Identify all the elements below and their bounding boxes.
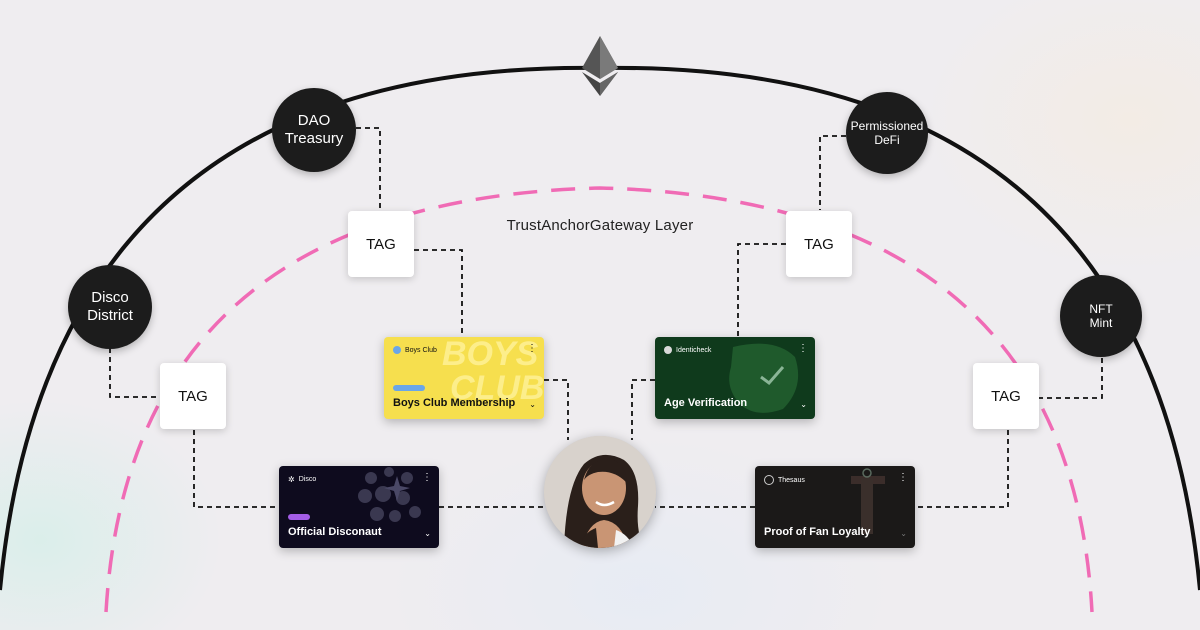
chevron-down-icon[interactable]: ⌄: [529, 400, 536, 409]
tag-box[interactable]: TAG: [786, 211, 852, 277]
card-brand: Boys Club: [393, 346, 437, 354]
more-vertical-icon[interactable]: ⋮: [798, 343, 808, 354]
card-badge: [288, 514, 310, 520]
card-brand: ✲ Disco: [288, 475, 317, 484]
boys-club-watermark: BOYS CLUB: [442, 337, 544, 407]
connector-dao-tag: [356, 127, 381, 210]
boys-club-logo-icon: [393, 346, 401, 354]
more-vertical-icon[interactable]: ⋮: [898, 472, 908, 483]
credential-card-boys-club[interactable]: BOYS CLUB Boys Club ⋮ Boys Club Membersh…: [384, 337, 544, 419]
connector-tag-disco: [193, 430, 279, 508]
card-brand: Identicheck: [664, 346, 711, 354]
connector-defi-tag: [819, 135, 846, 210]
card-title: Boys Club Membership: [393, 397, 516, 409]
trust-layer-label: TrustAnchorGateway Layer: [506, 217, 694, 234]
card-brand: Thesaus: [764, 475, 805, 485]
connector-tag-thesaus: [915, 430, 1009, 508]
connector-tag-identicheck: [737, 243, 786, 337]
connector-disco-tag: [109, 348, 160, 398]
connector-boysclub-avatar: [544, 379, 569, 440]
connector-identicheck-avatar: [631, 379, 655, 440]
chevron-down-icon[interactable]: ⌄: [900, 529, 907, 538]
node-disco-district[interactable]: Disco District: [68, 265, 152, 349]
ethereum-icon: [582, 36, 618, 96]
card-title: Age Verification: [664, 397, 748, 409]
identicheck-logo-icon: [664, 346, 672, 354]
credential-card-proof-of-fan-loyalty[interactable]: Thesaus ⋮ Proof of Fan Loyalty ⌄: [755, 466, 915, 548]
tag-box[interactable]: TAG: [160, 363, 226, 429]
credential-card-age-verification[interactable]: Identicheck ⋮ Age Verification ⌄: [655, 337, 815, 419]
tag-box[interactable]: TAG: [348, 211, 414, 277]
svg-text:CLUB: CLUB: [450, 369, 544, 407]
card-title: Proof of Fan Loyalty: [764, 526, 871, 538]
thesaus-artwork: [851, 468, 885, 534]
disco-logo-icon: ✲: [288, 475, 295, 484]
disco-artwork: [358, 467, 421, 522]
identicheck-artwork: [729, 343, 799, 413]
thesaus-logo-icon: [764, 475, 774, 485]
more-vertical-icon[interactable]: ⋮: [527, 343, 537, 354]
card-title: Official Disconaut: [288, 526, 382, 538]
chevron-down-icon[interactable]: ⌄: [424, 529, 431, 538]
node-dao-treasury[interactable]: DAO Treasury: [272, 88, 356, 172]
chevron-down-icon[interactable]: ⌄: [800, 400, 807, 409]
node-permissioned-defi[interactable]: Permissioned DeFi: [846, 92, 928, 174]
svg-text:BOYS: BOYS: [442, 337, 539, 373]
card-badge: [393, 385, 425, 391]
more-vertical-icon[interactable]: ⋮: [422, 472, 432, 483]
connector-tag-boysclub: [414, 249, 463, 337]
node-nft-mint[interactable]: NFT Mint: [1060, 275, 1142, 357]
trust-layer-arc: [104, 186, 1094, 613]
tag-box[interactable]: TAG: [973, 363, 1039, 429]
connector-nft-tag: [1039, 358, 1103, 399]
user-portrait: [544, 436, 656, 548]
credential-card-official-disconaut[interactable]: ✲ Disco ⋮ Official Disconaut ⌄: [279, 466, 439, 548]
user-avatar[interactable]: [544, 436, 656, 548]
